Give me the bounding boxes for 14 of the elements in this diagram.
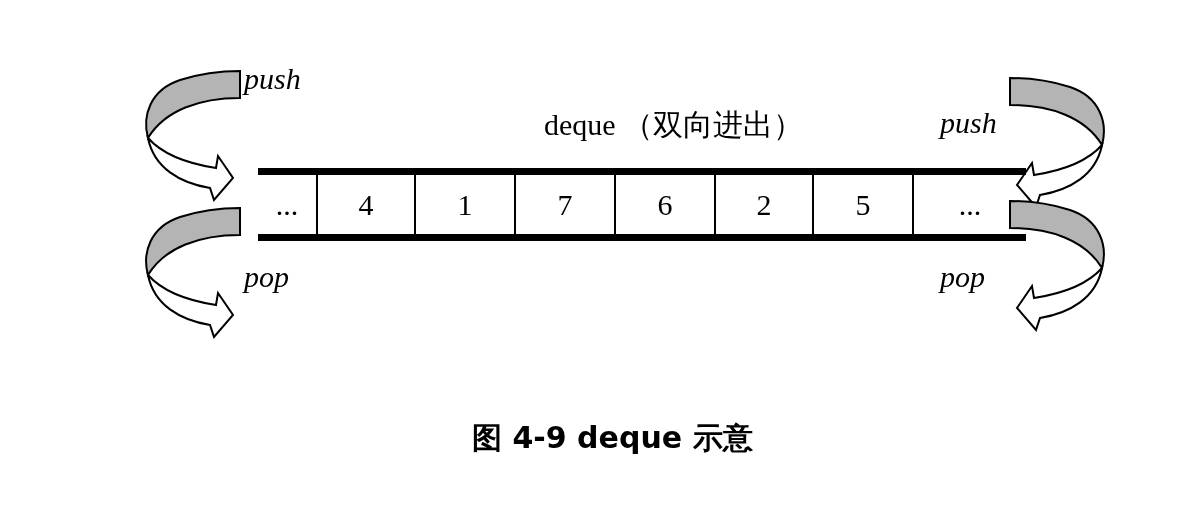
deque-cell: 5 <box>812 175 912 234</box>
deque-cell: 1 <box>414 175 514 234</box>
deque-cell: 4 <box>316 175 414 234</box>
operation-label: push <box>940 106 997 140</box>
deque-cell: 7 <box>514 175 614 234</box>
operation-label: pop <box>940 260 985 294</box>
operation-label: push <box>244 62 301 96</box>
deque-cell: 6 <box>614 175 714 234</box>
figure-caption: 图 4-9 deque 示意 <box>472 419 753 457</box>
deque-cell: ... <box>258 175 316 234</box>
operation-label: pop <box>244 260 289 294</box>
deque-title: deque （双向进出） <box>544 107 804 143</box>
deque-cell: 2 <box>714 175 812 234</box>
deque-cell: ... <box>912 175 1026 234</box>
